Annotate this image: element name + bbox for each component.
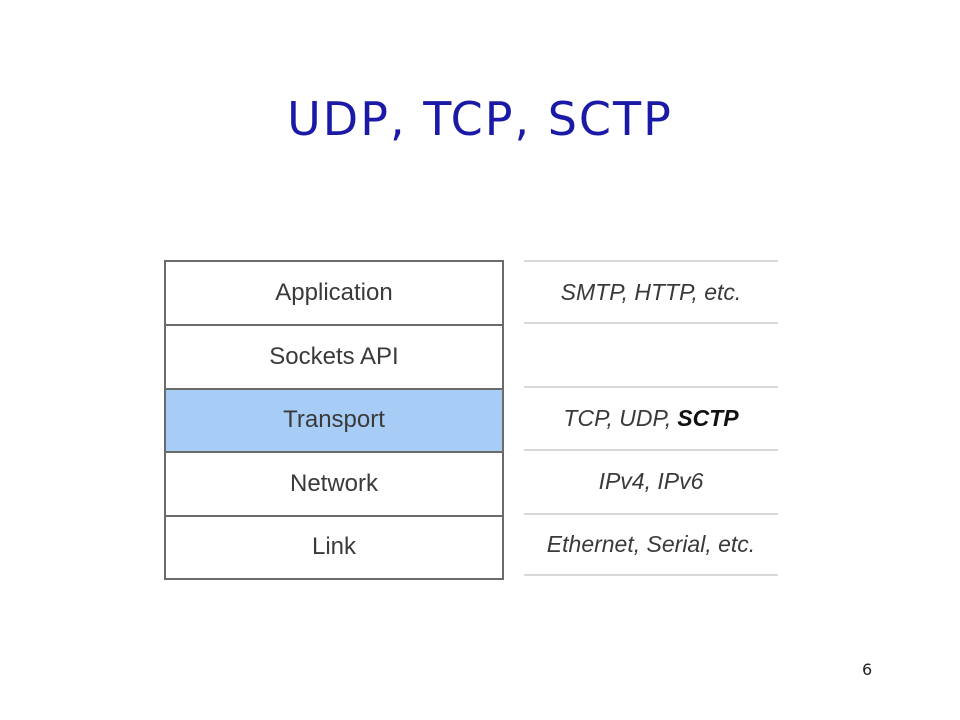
proto-link: Ethernet, Serial, etc.: [524, 512, 778, 576]
protocol-examples: SMTP, HTTP, etc. TCP, UDP, SCTP IPv4, IP…: [524, 260, 778, 576]
proto-transport-text: TCP, UDP,: [563, 404, 672, 431]
layer-network: Network: [166, 451, 502, 515]
proto-transport-sctp: SCTP: [677, 404, 739, 431]
proto-transport: TCP, UDP, SCTP: [524, 385, 778, 450]
layer-link: Link: [166, 514, 502, 578]
layer-sockets-api: Sockets API: [166, 324, 502, 388]
proto-sockets-api: [524, 322, 778, 386]
layer-transport: Transport: [166, 387, 502, 451]
slide-title: UDP, TCP, SCTP: [287, 92, 673, 146]
proto-application: SMTP, HTTP, etc.: [524, 260, 778, 322]
proto-network: IPv4, IPv6: [524, 449, 778, 513]
protocol-stack: Application Sockets API Transport Networ…: [164, 260, 504, 580]
page-number: 6: [862, 660, 873, 679]
layer-application: Application: [166, 262, 502, 324]
